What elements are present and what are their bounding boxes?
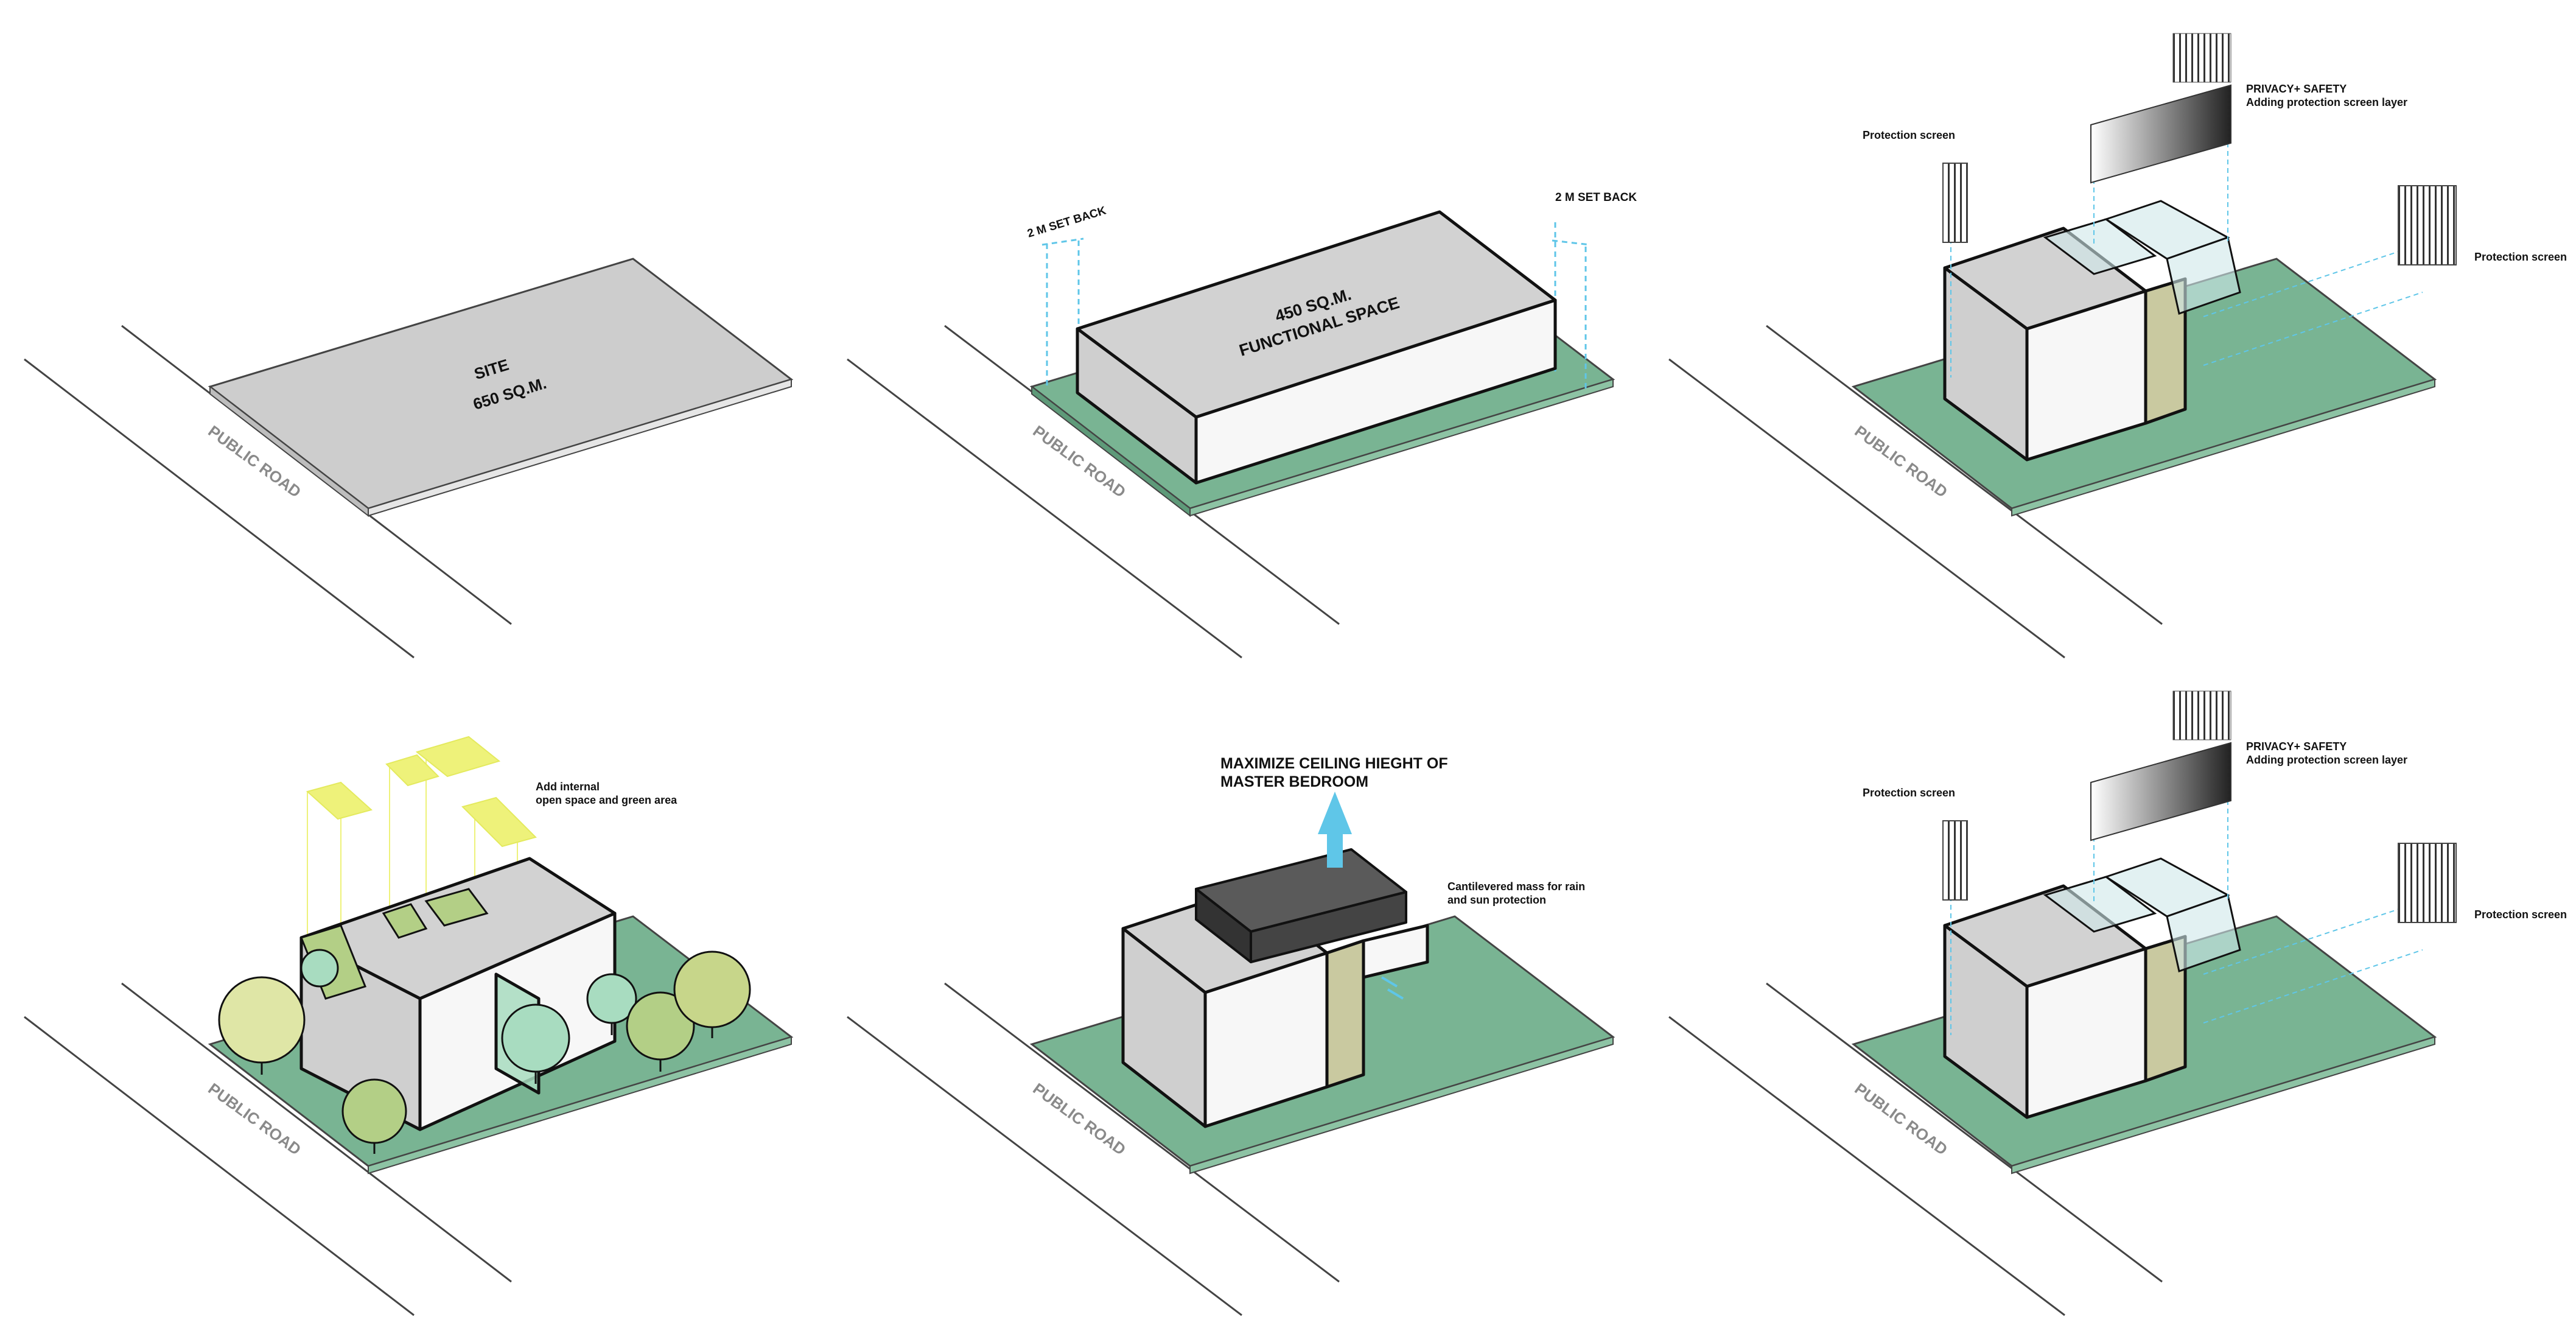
dark-master-mass [1195,848,1407,963]
panel-setback: PUBLIC ROAD 2 M SET BACK 2 M SET BACK 45… [847,191,1637,659]
road-lines [24,982,512,1316]
privacy-label: PRIVACY+ SAFETY [2246,740,2347,753]
tree [501,1003,570,1084]
privacy-sub-label: Adding protection screen layer [2246,754,2407,766]
cantilever-note-line2: and sun protection [1447,894,1546,906]
glass-volume [2043,200,2241,315]
screen-right [2398,185,2457,265]
site-plot [208,258,794,518]
panel-screen-2: PUBLIC ROAD Protection screen Protection… [1668,690,2567,1316]
screen-top [2090,84,2231,184]
tree [673,950,751,1038]
panel-green: PUBLIC ROAD [24,736,794,1316]
road-lines [1668,325,2163,659]
functional-mass [1076,210,1557,485]
screen-left-label: Protection screen [1863,787,1955,799]
screen-left [1942,820,1968,901]
glass-volume [2043,857,2241,972]
privacy-label: PRIVACY+ SAFETY [2246,83,2347,95]
screen-left-label: Protection screen [1863,129,1955,141]
road-lines [847,982,1340,1316]
screen-top [2090,742,2231,841]
screen-left [1942,163,1968,243]
tree [626,991,695,1072]
tree [300,949,339,988]
green-note-sub-label: open space and green area [536,794,677,806]
panel-site: PUBLIC ROAD SITE 650 SQ.M. [24,258,794,659]
skylights [306,736,537,848]
side-arrows [1381,976,1404,1000]
tree [218,976,306,1075]
setback-right-label: 2 M SET BACK [1555,191,1637,204]
panel-ceiling: PUBLIC ROAD MAXIMIZE CEILING HIEGHT OF M… [847,755,1615,1316]
screen-right-label: Protection screen [2474,251,2567,263]
up-arrow [1318,792,1352,868]
screen-right [2398,843,2457,923]
setback-lines [1041,222,1591,390]
green-note-label: Add internal [536,781,600,793]
setback-left-label: 2 M SET BACK [1026,204,1108,240]
ceiling-title-line2: MASTER BEDROOM [1220,773,1368,790]
panel-screen-1: PUBLIC ROAD Protection screen Protection… [1668,33,2567,659]
privacy-sub-label: Adding protection screen layer [2246,96,2407,108]
tree [586,973,637,1035]
tree [341,1078,407,1154]
screen-right-label: Protection screen [2474,908,2567,921]
cantilever-note: Cantilevered mass for rain [1447,880,1585,893]
ceiling-title: MAXIMIZE CEILING HIEGHT OF [1220,755,1448,772]
trees [218,949,751,1154]
road-lines [1668,982,2163,1316]
